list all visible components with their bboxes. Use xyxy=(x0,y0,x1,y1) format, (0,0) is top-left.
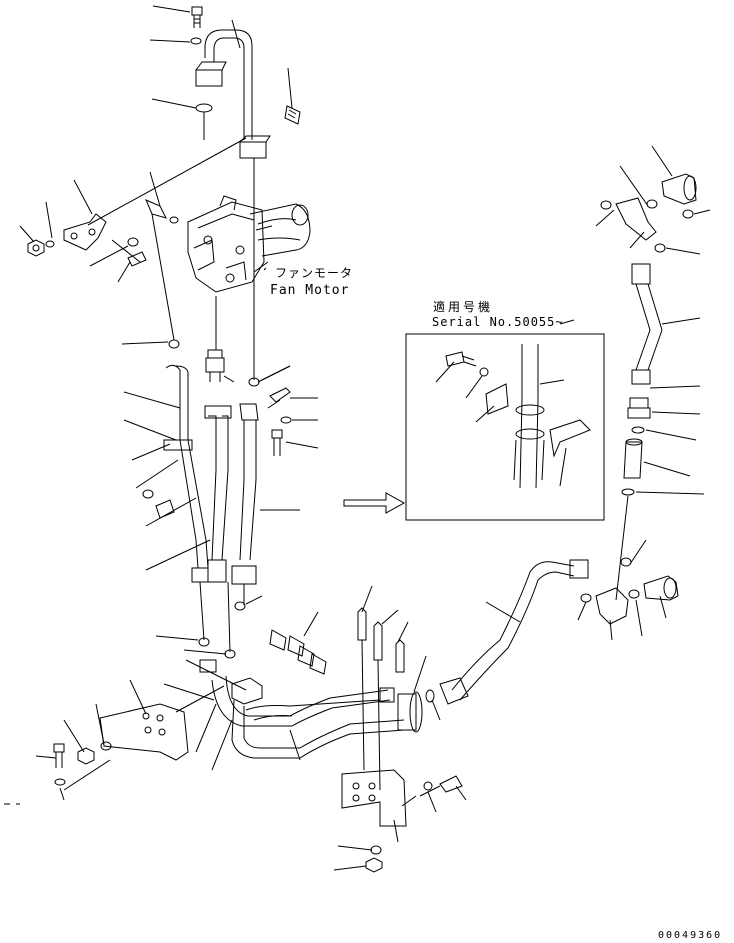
o-ring-middle-left xyxy=(169,340,179,348)
direction-arrow xyxy=(344,493,404,513)
leaders-top-left xyxy=(20,172,160,282)
u-bolt-clamp-top xyxy=(285,106,300,124)
o-ring-lower-right-2 xyxy=(581,594,591,602)
o-ring-lower-pipe xyxy=(426,690,434,702)
motor-fitting-left xyxy=(146,200,178,340)
hose-fitting-center xyxy=(206,350,224,382)
leaders-top xyxy=(150,6,292,108)
washer-top-left-2 xyxy=(128,238,138,246)
detail-clamp-right xyxy=(550,420,590,456)
sleeve-right xyxy=(624,439,642,478)
lower-rigid-pipes xyxy=(200,660,422,758)
washer-lower-center xyxy=(424,782,432,790)
small-bolt-mid-left xyxy=(143,490,174,518)
washer-middle xyxy=(281,417,291,423)
leaders-lower-center xyxy=(290,586,466,870)
top-rigid-pipe xyxy=(196,30,270,158)
leaders-detail xyxy=(436,362,566,486)
leaders-right-top xyxy=(596,146,710,254)
top-o-ring xyxy=(191,38,201,44)
bolt-lower-left xyxy=(54,744,64,768)
leaders-right-lower xyxy=(486,596,666,640)
washer-lower-left xyxy=(55,779,65,785)
fan-motor xyxy=(188,196,310,292)
o-ring-right-3 xyxy=(683,210,693,218)
detail-clamp-left xyxy=(486,384,508,414)
bracket-lower-center xyxy=(342,770,406,826)
o-ring-lower-2 xyxy=(199,638,209,646)
o-ring-lower-1 xyxy=(235,602,245,610)
mounting-studs xyxy=(358,608,404,790)
bracket-top-left xyxy=(64,214,106,250)
serial-label-ja: 適用号機 xyxy=(433,300,494,314)
bolt-lower-center xyxy=(420,776,462,796)
top-bolt xyxy=(192,7,202,28)
hose-middle xyxy=(205,406,231,582)
o-ring-right-6 xyxy=(622,489,634,495)
adapter-lower-right xyxy=(644,576,678,600)
o-ring-right-4 xyxy=(655,244,665,252)
bolt-top-left xyxy=(112,240,146,266)
detail-box xyxy=(406,334,604,520)
drawing-number: 00049360 xyxy=(658,930,723,941)
hose-right-vertical xyxy=(632,264,662,384)
nut-top-left xyxy=(28,240,44,256)
fan-motor-label-ja: ファンモータ xyxy=(275,266,354,280)
fan-motor-label-en: Fan Motor xyxy=(270,283,350,298)
washer-lower-left-2 xyxy=(101,742,111,750)
o-ring-right-1 xyxy=(647,200,657,208)
elbow-fitting-top-right xyxy=(662,174,696,204)
leaders-lower-left xyxy=(4,680,232,804)
bolt-middle xyxy=(272,430,282,456)
elbow-fitting-lower-right xyxy=(596,588,628,624)
o-ring-lower-right xyxy=(621,558,631,566)
leaders-middle-left xyxy=(124,392,210,570)
u-bolt-clamps-lower xyxy=(270,630,326,674)
washer-lower-bottom xyxy=(371,846,381,854)
o-ring-right-5 xyxy=(632,427,644,433)
elbow-fitting-right xyxy=(616,198,656,240)
detail-hose xyxy=(514,344,544,488)
hose-right xyxy=(232,404,258,584)
o-ring-right-2 xyxy=(601,201,611,209)
hose-left xyxy=(164,365,208,582)
washer-top-left xyxy=(46,241,54,247)
leaders-right-middle xyxy=(616,386,704,600)
flange-o-ring xyxy=(196,104,212,112)
o-ring-lower-right-3 xyxy=(629,590,639,598)
adapter-right xyxy=(628,398,650,418)
nut-lower-left xyxy=(78,748,94,764)
detail-bolt xyxy=(446,352,476,366)
hose-clamp xyxy=(268,388,290,408)
detail-washer xyxy=(480,368,488,376)
leaders-middle-right xyxy=(258,366,318,510)
nut-lower-bottom xyxy=(366,858,382,872)
serial-label-en: Serial No.50055~ xyxy=(432,315,564,329)
hose-lower-right xyxy=(440,560,588,704)
